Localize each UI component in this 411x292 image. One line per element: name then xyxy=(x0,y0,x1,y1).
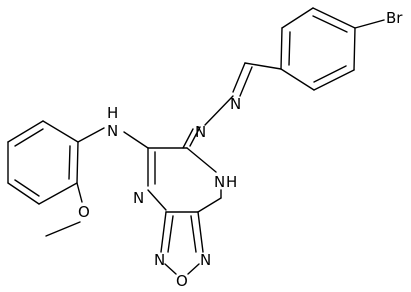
bond-nh-c xyxy=(77,127,105,143)
atom-n-azine-1: N xyxy=(230,95,241,113)
bond-ch-n xyxy=(232,62,246,93)
bond xyxy=(313,69,355,91)
bond xyxy=(197,197,222,213)
atom-o-oxadiazole: O xyxy=(176,272,188,290)
bond-c-nh xyxy=(123,131,149,149)
bond xyxy=(187,263,200,275)
bond-ch-n-double xyxy=(239,66,253,97)
pyrazine-ring xyxy=(147,147,222,213)
bond xyxy=(160,211,167,253)
double-bond-inner xyxy=(14,128,44,147)
bond-o-ch3 xyxy=(45,221,81,237)
bond xyxy=(76,141,79,184)
atom-n-azine-2: N xyxy=(195,123,206,141)
bond xyxy=(353,27,356,71)
atom-br: Br xyxy=(386,9,403,27)
bond xyxy=(312,7,356,29)
bond-c-o xyxy=(76,182,83,203)
atom-n-oxadiazole-right: N xyxy=(200,251,211,269)
bond xyxy=(280,68,315,91)
bond xyxy=(186,147,217,173)
double-bond-inner xyxy=(313,65,347,83)
bond xyxy=(38,182,78,205)
atom-h-amine: H xyxy=(107,104,118,122)
atom-n-pyrazine-h: N xyxy=(214,173,225,191)
double-bond-inner xyxy=(167,215,174,253)
bond xyxy=(7,120,44,143)
double-bond-inner xyxy=(190,215,197,253)
double-bond-inner xyxy=(68,145,71,180)
atom-n-pyrazine: N xyxy=(133,189,144,207)
bond-n-n xyxy=(204,95,234,126)
double-bond-inner xyxy=(288,31,291,66)
bond xyxy=(281,7,314,29)
bond xyxy=(244,62,282,70)
oxadiazole-ring xyxy=(160,211,204,275)
double-bond-inner xyxy=(14,179,40,197)
atom-h-pyrazine: H xyxy=(226,173,237,191)
bond xyxy=(7,182,40,205)
bond-n-c-double xyxy=(182,128,194,149)
atom-o-methoxy: O xyxy=(78,203,90,221)
double-bond-inner xyxy=(312,15,348,33)
bond xyxy=(280,27,283,70)
atom-n-amine: N xyxy=(107,122,118,140)
atom-n-oxadiazole-left: N xyxy=(154,251,165,269)
bond-n-c xyxy=(189,126,201,147)
bond xyxy=(197,211,204,253)
bond xyxy=(147,189,167,211)
bromophenyl-ring xyxy=(280,7,356,91)
methoxyphenyl-ring xyxy=(7,120,79,205)
bond xyxy=(164,263,177,275)
bond-c-br xyxy=(354,19,385,29)
bond xyxy=(42,120,79,143)
